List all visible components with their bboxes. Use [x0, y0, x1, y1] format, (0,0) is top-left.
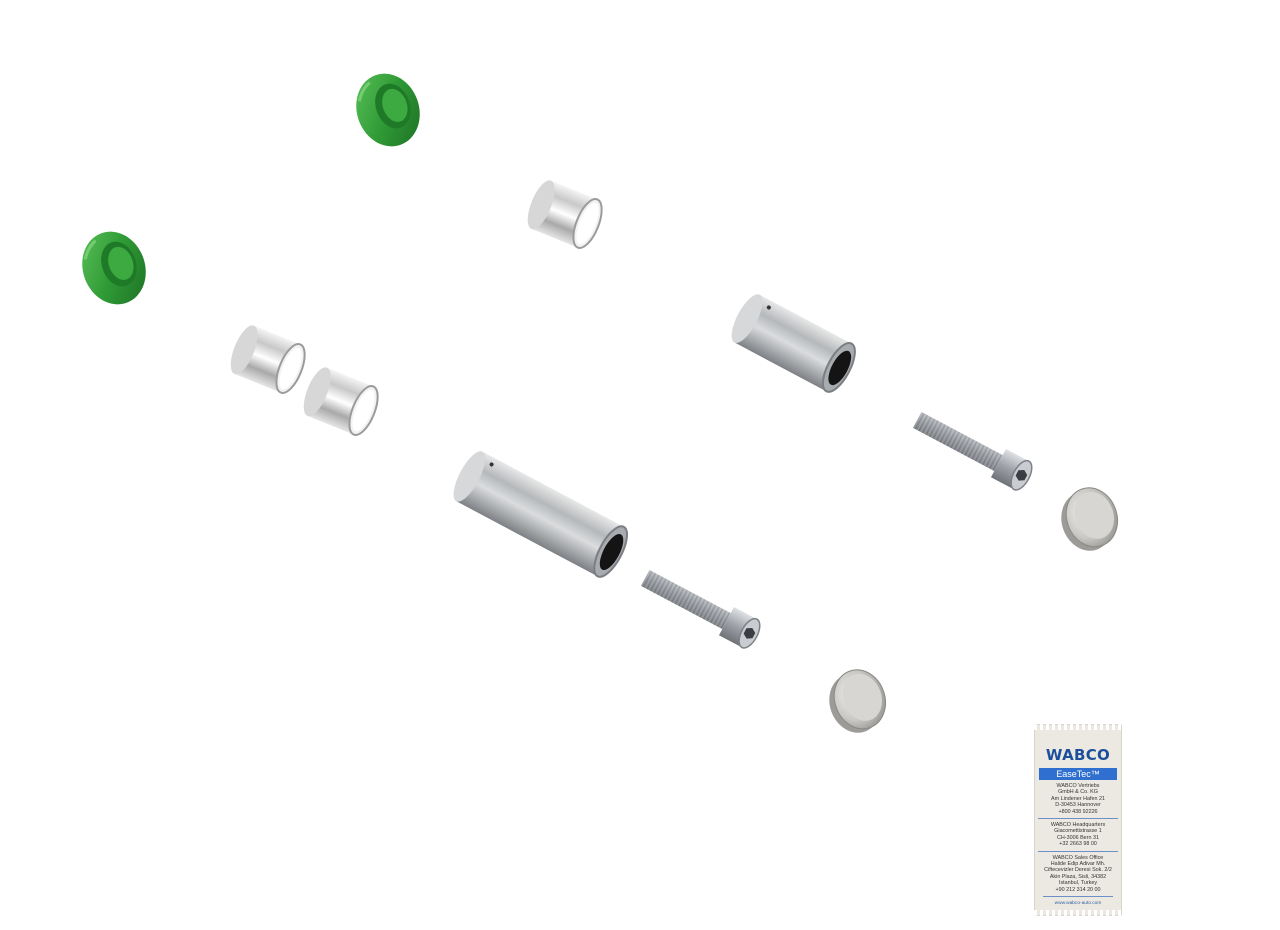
chrome-sleeve-left-b	[303, 367, 379, 436]
sachet-address-3: WABCO Sales Office Halide Edip Adivar Mh…	[1044, 854, 1112, 893]
guide-tube-long	[453, 451, 628, 578]
cap-right	[1061, 487, 1119, 551]
socket-bolt-left	[641, 569, 761, 649]
green-seal-top	[356, 73, 420, 147]
guide-tube-short	[731, 294, 856, 393]
socket-bolt-right	[913, 411, 1033, 491]
sachet-divider	[1043, 896, 1113, 898]
sachet-brand-logo: WABCO	[1045, 746, 1111, 764]
chrome-sleeve-left-a	[230, 325, 306, 394]
sachet-divider	[1038, 818, 1118, 820]
sachet-serrated-edge	[1034, 910, 1122, 916]
sachet-address-2: WABCO Headquarters Giacomettistrasse 1 C…	[1050, 822, 1106, 848]
grease-sachet: WABCO EaseTec™ WABCO Vertriebs GmbH & Co…	[1034, 724, 1122, 916]
sachet-website: www.wabco-auto.com	[1054, 901, 1102, 907]
sachet-serrated-edge	[1034, 724, 1122, 730]
sachet-divider	[1038, 850, 1118, 852]
cap-left	[829, 669, 887, 733]
green-seal-left	[82, 231, 146, 305]
sachet-address-1: WABCO Vertriebs GmbH & Co. KG Am Lindene…	[1051, 783, 1105, 815]
sachet-product-label: EaseTec™	[1039, 768, 1117, 780]
chrome-sleeve-top	[527, 180, 603, 249]
